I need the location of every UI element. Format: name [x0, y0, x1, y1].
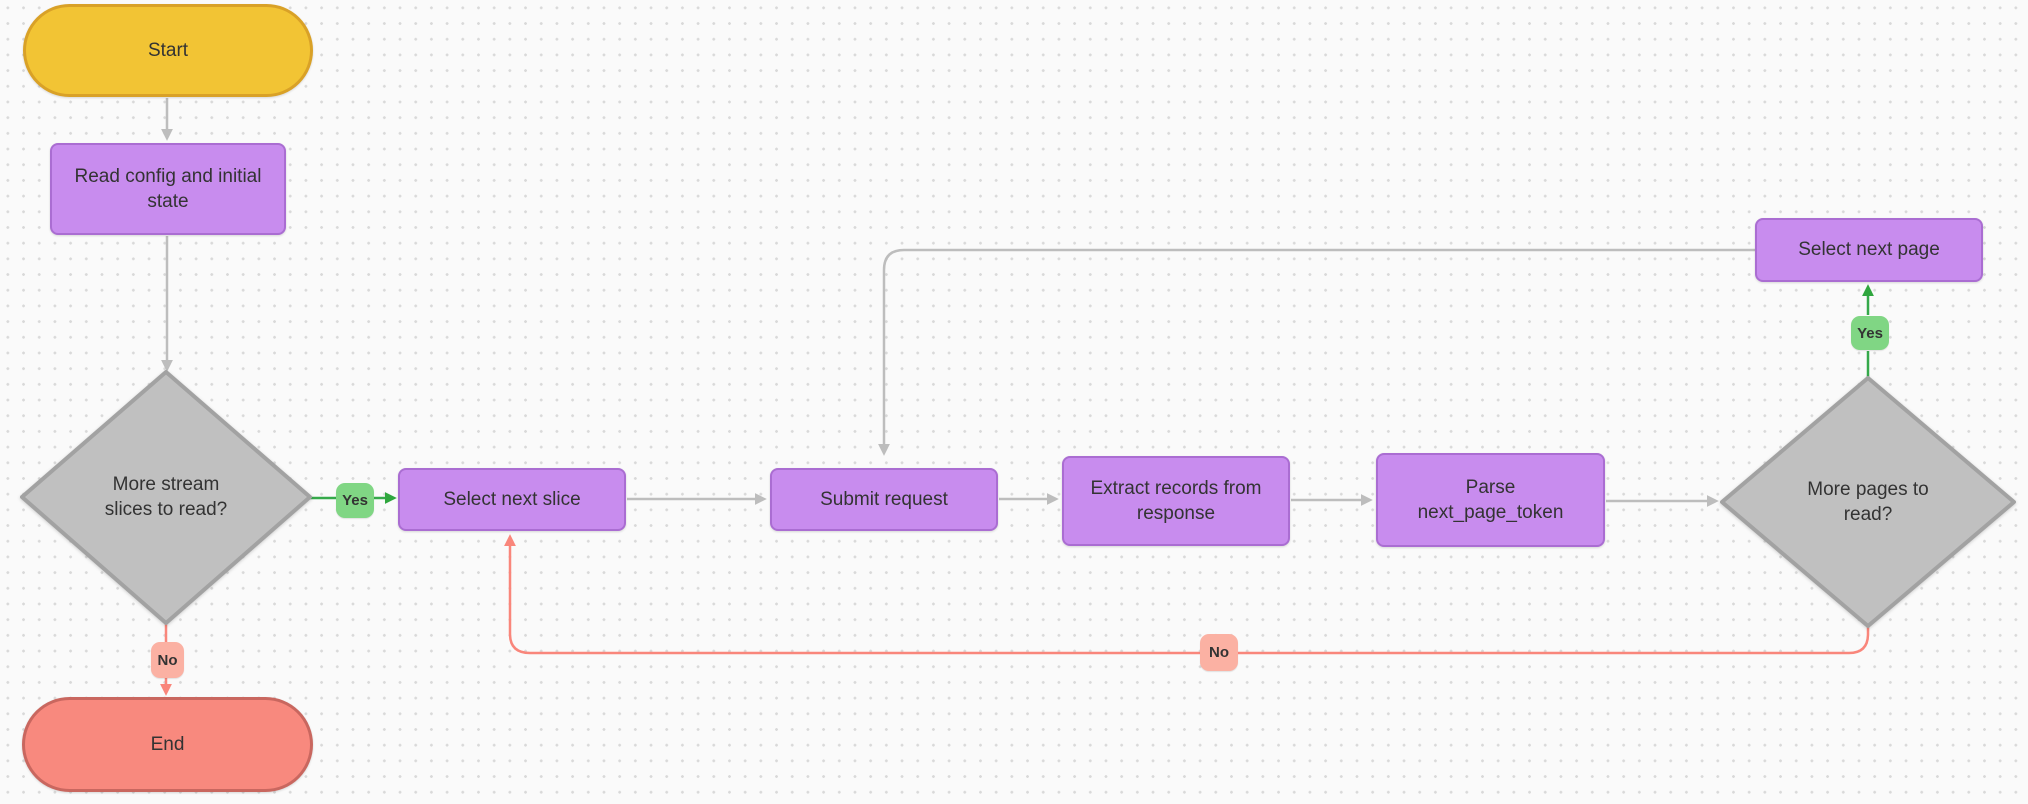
node-select-next-page-label: Select next page — [1798, 239, 1940, 261]
edge-more-pages-no-loop-to-select-next-slice — [504, 534, 1870, 655]
decision-more-slices-shape[interactable] — [20, 370, 312, 625]
node-extract-records[interactable]: Extract records from response — [1062, 456, 1290, 546]
node-start-label: Start — [147, 39, 189, 61]
node-select-next-slice[interactable]: Select next slice — [398, 468, 626, 531]
node-parse-next-page-token-label: Parse next_page_token — [1417, 476, 1564, 523]
node-start[interactable]: Start — [23, 4, 313, 97]
node-extract-records-label: Extract records from response — [1090, 477, 1262, 524]
yes-badge-more-slices[interactable]: Yes — [336, 483, 374, 518]
decision-more-slices-label: More stream slices to read? — [104, 473, 228, 520]
node-end-label: End — [150, 733, 185, 755]
node-read-config[interactable]: Read config and initial state — [50, 143, 286, 235]
node-submit-request-label: Submit request — [820, 488, 948, 510]
edge-select-next-page-to-submit-request — [878, 248, 1755, 456]
yes-badge-more-pages[interactable]: Yes — [1851, 316, 1889, 350]
node-end[interactable]: End — [22, 697, 313, 792]
decision-more-pages-shape[interactable] — [1720, 376, 2016, 628]
no-badge-more-slices-label: No — [157, 651, 178, 669]
node-submit-request[interactable]: Submit request — [770, 468, 998, 531]
node-read-config-label: Read config and initial state — [74, 165, 262, 212]
yes-badge-more-pages-label: Yes — [1857, 324, 1883, 342]
no-badge-more-pages-label: No — [1209, 644, 1229, 661]
node-select-next-slice-label: Select next slice — [443, 488, 581, 510]
no-badge-more-slices[interactable]: No — [151, 642, 184, 678]
node-select-next-page[interactable]: Select next page — [1755, 218, 1983, 282]
decision-more-pages-label: More pages to read? — [1807, 478, 1929, 525]
node-parse-next-page-token[interactable]: Parse next_page_token — [1376, 453, 1605, 547]
no-badge-more-pages[interactable]: No — [1200, 634, 1238, 671]
yes-badge-more-slices-label: Yes — [342, 492, 368, 509]
